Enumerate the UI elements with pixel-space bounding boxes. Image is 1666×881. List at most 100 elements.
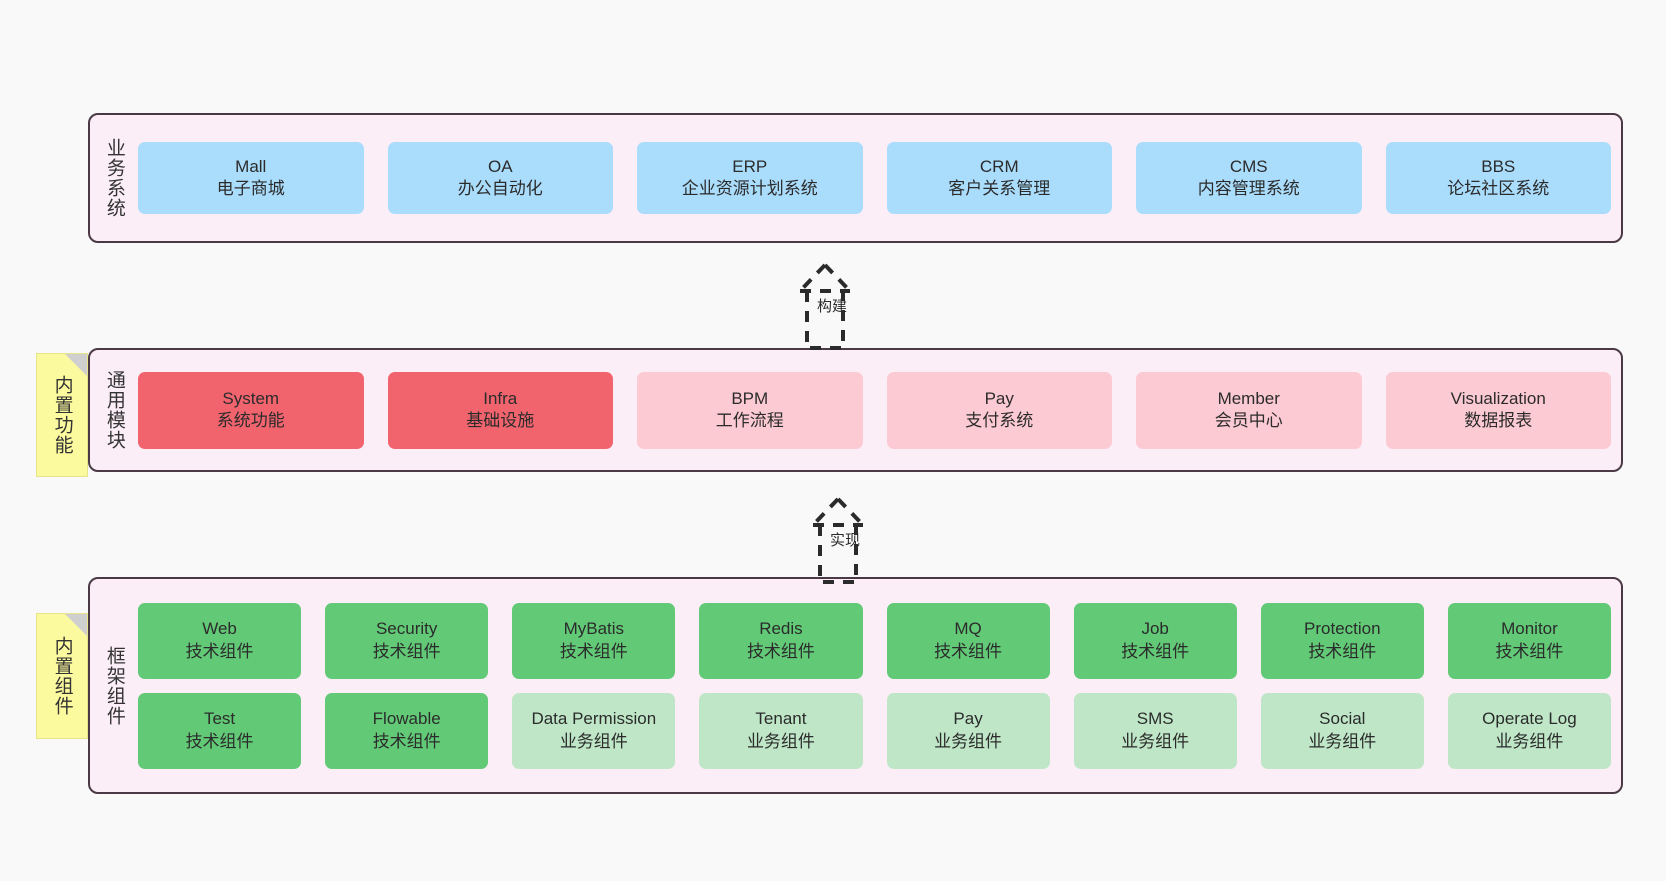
component-operate-log-en: Operate Log <box>1482 709 1577 729</box>
module-crm-cn: 客户关系管理 <box>948 179 1051 198</box>
module-cms[interactable]: CMS 内容管理系统 <box>1136 142 1362 214</box>
sticky-note-builtin-features-label: 内置功能 <box>51 375 73 455</box>
layer-title-business: 业务系统 <box>103 138 125 218</box>
component-sms[interactable]: SMS 业务组件 <box>1073 692 1237 769</box>
component-operate-log-cn: 业务组件 <box>1495 731 1564 751</box>
component-pay-en: Pay <box>953 709 983 729</box>
sticky-note-builtin-components-label: 内置组件 <box>51 636 73 716</box>
layer-title-common: 通用模块 <box>103 370 125 450</box>
component-security-en: Security <box>375 619 438 639</box>
component-mybatis-en: MyBatis <box>563 619 625 639</box>
sticky-note-builtin-components: 内置组件 <box>36 613 88 739</box>
layer-business-row: Mall 电子商城 OA 办公自动化 ERP 企业资源计划系统 CRM 客户关系… <box>138 142 1611 214</box>
module-cms-en: CMS <box>1229 156 1268 176</box>
component-sms-en: SMS <box>1136 709 1174 729</box>
component-social[interactable]: Social 业务组件 <box>1260 692 1424 769</box>
module-mall-en: Mall <box>235 156 267 176</box>
layer-framework-row-tech: Web 技术组件 Security 技术组件 MyBatis 技术组件 Redi… <box>138 602 1611 679</box>
module-oa-cn: 办公自动化 <box>457 179 543 198</box>
module-bpm-en: BPM <box>731 388 769 408</box>
component-web-cn: 技术组件 <box>185 641 254 661</box>
module-bbs-cn: 论坛社区系统 <box>1447 179 1550 198</box>
module-infra-en: Infra <box>483 388 518 408</box>
module-crm-en: CRM <box>979 156 1019 176</box>
module-bbs-en: BBS <box>1481 156 1516 176</box>
module-oa[interactable]: OA 办公自动化 <box>387 142 613 214</box>
component-job-en: Job <box>1141 619 1169 639</box>
note-fold-icon <box>65 354 87 376</box>
module-crm[interactable]: CRM 客户关系管理 <box>886 142 1112 214</box>
module-infra[interactable]: Infra 基础设施 <box>387 371 613 449</box>
connector-build-arrow: 构建 <box>755 258 915 350</box>
component-mq[interactable]: MQ 技术组件 <box>886 602 1050 679</box>
component-operate-log[interactable]: Operate Log 业务组件 <box>1447 692 1611 769</box>
component-monitor-en: Monitor <box>1501 619 1558 639</box>
layer-common-row: System 系统功能 Infra 基础设施 BPM 工作流程 Pay 支付系统… <box>138 371 1611 449</box>
module-pay-cn: 支付系统 <box>965 411 1034 430</box>
component-redis-cn: 技术组件 <box>746 641 815 661</box>
module-mall[interactable]: Mall 电子商城 <box>138 142 364 214</box>
module-mall-cn: 电子商城 <box>216 179 285 198</box>
module-system[interactable]: System 系统功能 <box>138 371 364 449</box>
component-protection-cn: 技术组件 <box>1308 641 1377 661</box>
component-social-en: Social <box>1319 709 1366 729</box>
component-tenant-cn: 业务组件 <box>746 731 815 751</box>
component-test[interactable]: Test 技术组件 <box>138 692 302 769</box>
component-tenant-en: Tenant <box>755 709 807 729</box>
layer-body-business: Mall 电子商城 OA 办公自动化 ERP 企业资源计划系统 CRM 客户关系… <box>138 115 1621 241</box>
component-data-permission-en: Data Permission <box>531 709 657 729</box>
module-visualization-cn: 数据报表 <box>1464 411 1533 430</box>
module-bpm[interactable]: BPM 工作流程 <box>637 371 863 449</box>
component-job[interactable]: Job 技术组件 <box>1073 602 1237 679</box>
layer-body-common: System 系统功能 Infra 基础设施 BPM 工作流程 Pay 支付系统… <box>138 350 1621 470</box>
layer-framework-row-biz: Test 技术组件 Flowable 技术组件 Data Permission … <box>138 692 1611 769</box>
module-visualization-en: Visualization <box>1450 388 1546 408</box>
component-mq-en: MQ <box>954 619 982 639</box>
component-flowable-en: Flowable <box>372 709 441 729</box>
layer-body-framework: Web 技术组件 Security 技术组件 MyBatis 技术组件 Redi… <box>138 579 1621 792</box>
connector-implement-arrow: 实现 <box>768 492 928 584</box>
component-redis[interactable]: Redis 技术组件 <box>699 602 863 679</box>
module-member[interactable]: Member 会员中心 <box>1136 371 1362 449</box>
module-erp-cn: 企业资源计划系统 <box>681 179 818 198</box>
component-monitor[interactable]: Monitor 技术组件 <box>1447 602 1611 679</box>
sticky-note-builtin-features: 内置功能 <box>36 353 88 477</box>
note-fold-icon <box>65 614 87 636</box>
module-bpm-cn: 工作流程 <box>715 411 784 430</box>
module-visualization[interactable]: Visualization 数据报表 <box>1385 371 1611 449</box>
component-test-cn: 技术组件 <box>185 731 254 751</box>
module-bbs[interactable]: BBS 论坛社区系统 <box>1385 142 1611 214</box>
component-sms-cn: 业务组件 <box>1121 731 1190 751</box>
component-flowable[interactable]: Flowable 技术组件 <box>325 692 489 769</box>
component-pay[interactable]: Pay 业务组件 <box>886 692 1050 769</box>
component-flowable-cn: 技术组件 <box>372 731 441 751</box>
layer-common-modules: 通用模块 System 系统功能 Infra 基础设施 BPM 工作流程 Pay… <box>88 348 1623 472</box>
module-infra-cn: 基础设施 <box>466 411 535 430</box>
component-security[interactable]: Security 技术组件 <box>325 602 489 679</box>
connector-build-label: 构建 <box>817 298 848 315</box>
component-redis-en: Redis <box>759 619 803 639</box>
module-system-en: System <box>222 388 280 408</box>
component-mybatis[interactable]: MyBatis 技术组件 <box>512 602 676 679</box>
component-pay-cn: 业务组件 <box>934 731 1003 751</box>
component-mybatis-cn: 技术组件 <box>559 641 628 661</box>
component-tenant[interactable]: Tenant 业务组件 <box>699 692 863 769</box>
component-job-cn: 技术组件 <box>1121 641 1190 661</box>
component-web-en: Web <box>202 619 237 639</box>
component-test-en: Test <box>203 709 236 729</box>
module-erp[interactable]: ERP 企业资源计划系统 <box>637 142 863 214</box>
module-pay[interactable]: Pay 支付系统 <box>886 371 1112 449</box>
module-member-cn: 会员中心 <box>1214 411 1283 430</box>
module-oa-en: OA <box>487 156 513 176</box>
module-member-en: Member <box>1217 388 1280 408</box>
module-erp-en: ERP <box>732 156 768 176</box>
layer-framework-components: 框架组件 Web 技术组件 Security 技术组件 MyBatis 技术组件… <box>88 577 1623 794</box>
module-pay-en: Pay <box>984 388 1014 408</box>
component-monitor-cn: 技术组件 <box>1495 641 1564 661</box>
component-data-permission[interactable]: Data Permission 业务组件 <box>512 692 676 769</box>
component-web[interactable]: Web 技术组件 <box>138 602 302 679</box>
component-security-cn: 技术组件 <box>372 641 441 661</box>
component-protection-en: Protection <box>1304 619 1381 639</box>
component-protection[interactable]: Protection 技术组件 <box>1260 602 1424 679</box>
